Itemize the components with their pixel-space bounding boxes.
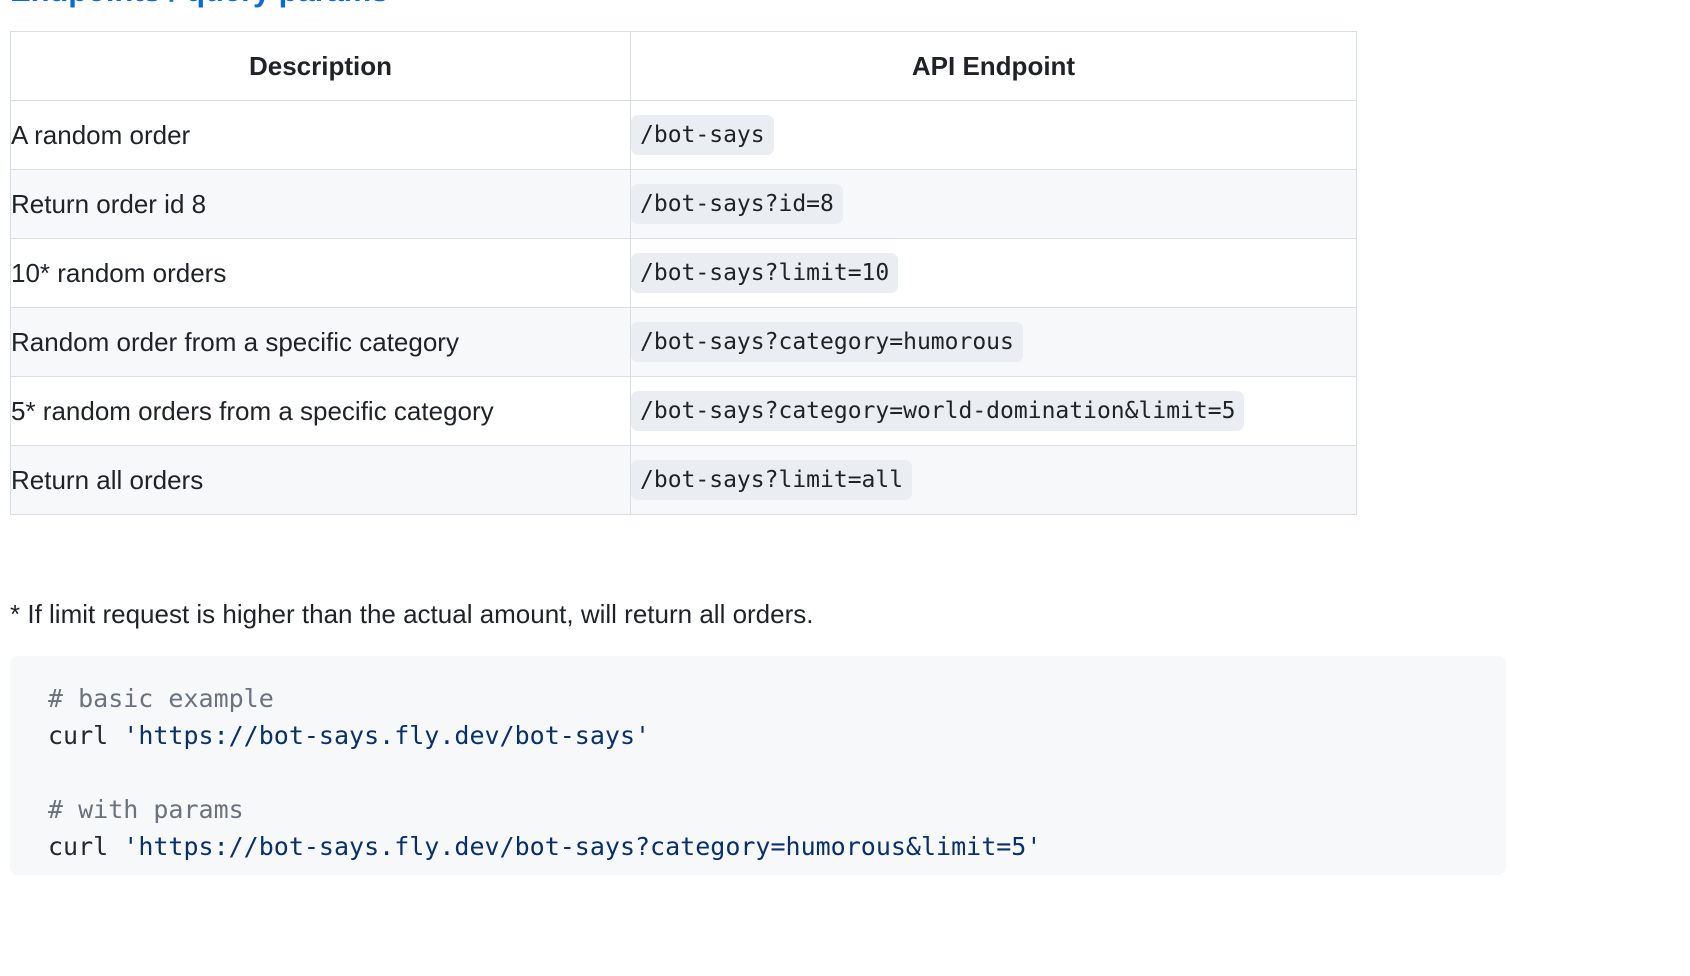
table-row: 5* random orders from a specific categor…: [10, 376, 1357, 446]
table-body: A random order /bot-says Return order id…: [10, 100, 1357, 515]
table-row: Return all orders /bot-says?limit=all: [10, 445, 1357, 515]
cell-description: 5* random orders from a specific categor…: [10, 376, 631, 446]
api-endpoints-table-wrapper: Description API Endpoint A random order …: [10, 31, 1357, 515]
cell-description: Random order from a specific category: [10, 307, 631, 377]
code-line: curl 'https://bot-says.fly.dev/bot-says?…: [48, 828, 1506, 865]
cell-description: Return order id 8: [10, 169, 631, 239]
code-line-blank: [48, 754, 1506, 791]
table-row: Return order id 8 /bot-says?id=8: [10, 169, 1357, 239]
code-line: # with params: [48, 791, 1506, 828]
cell-endpoint: /bot-says: [630, 100, 1357, 170]
code-line: curl 'https://bot-says.fly.dev/bot-says': [48, 717, 1506, 754]
endpoint-code-chip: /bot-says?limit=10: [631, 252, 899, 293]
column-header-description: Description: [10, 31, 631, 101]
table-row: Random order from a specific category /b…: [10, 307, 1357, 377]
code-comment: # with params: [48, 795, 244, 824]
code-comment: # basic example: [48, 684, 274, 713]
api-endpoints-table: Description API Endpoint A random order …: [10, 31, 1357, 515]
code-line: # basic example: [48, 680, 1506, 717]
cell-endpoint: /bot-says?category=humorous: [630, 307, 1357, 377]
code-command: curl: [48, 832, 124, 861]
endpoint-code-chip: /bot-says: [631, 114, 774, 155]
endpoint-code-chip: /bot-says?id=8: [631, 183, 843, 224]
cell-description: Return all orders: [10, 445, 631, 515]
table-row: 10* random orders /bot-says?limit=10: [10, 238, 1357, 308]
curl-example-code-block: # basic example curl 'https://bot-says.f…: [10, 656, 1506, 875]
endpoint-code-chip: /bot-says?limit=all: [631, 459, 913, 500]
endpoint-code-chip: /bot-says?category=humorous: [631, 321, 1023, 362]
code-command: curl: [48, 721, 124, 750]
table-row: A random order /bot-says: [10, 100, 1357, 170]
cell-endpoint: /bot-says?id=8: [630, 169, 1357, 239]
table-header-row: Description API Endpoint: [10, 31, 1357, 101]
cell-endpoint: /bot-says?limit=all: [630, 445, 1357, 515]
cell-description: 10* random orders: [10, 238, 631, 308]
cell-description: A random order: [10, 100, 631, 170]
column-header-api-endpoint: API Endpoint: [630, 31, 1357, 101]
code-string: 'https://bot-says.fly.dev/bot-says': [123, 721, 651, 750]
table-footnote: * If limit request is higher than the ac…: [10, 599, 814, 629]
endpoint-code-chip: /bot-says?category=world-domination&limi…: [631, 390, 1245, 431]
page-heading-cutoff[interactable]: Endpoints / query params: [10, 0, 388, 10]
cell-endpoint: /bot-says?category=world-domination&limi…: [630, 376, 1357, 446]
table-head: Description API Endpoint: [10, 31, 1357, 101]
cell-endpoint: /bot-says?limit=10: [630, 238, 1357, 308]
code-string: 'https://bot-says.fly.dev/bot-says?categ…: [123, 832, 1042, 861]
